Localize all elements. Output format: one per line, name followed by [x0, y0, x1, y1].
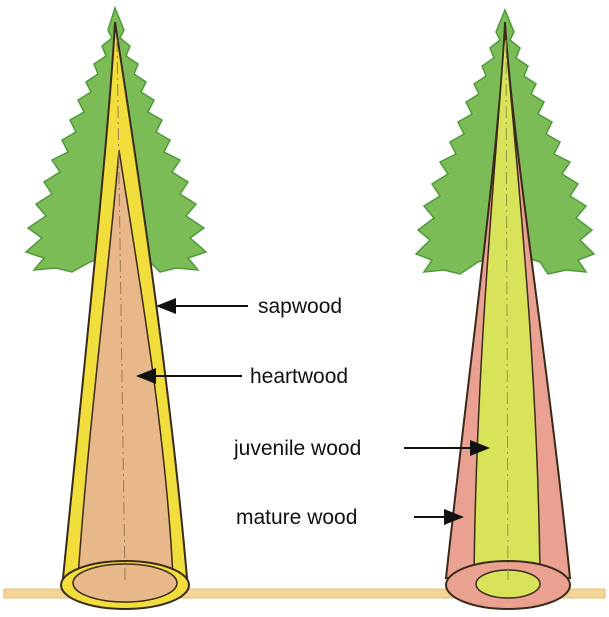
sapwood-label: sapwood	[258, 295, 342, 318]
heartwood-label: heartwood	[250, 365, 348, 388]
juvenile-wood-label: juvenile wood	[233, 437, 361, 460]
right-tree	[416, 10, 594, 609]
left-tree	[26, 8, 206, 609]
mature-wood-label: mature wood	[236, 506, 357, 529]
